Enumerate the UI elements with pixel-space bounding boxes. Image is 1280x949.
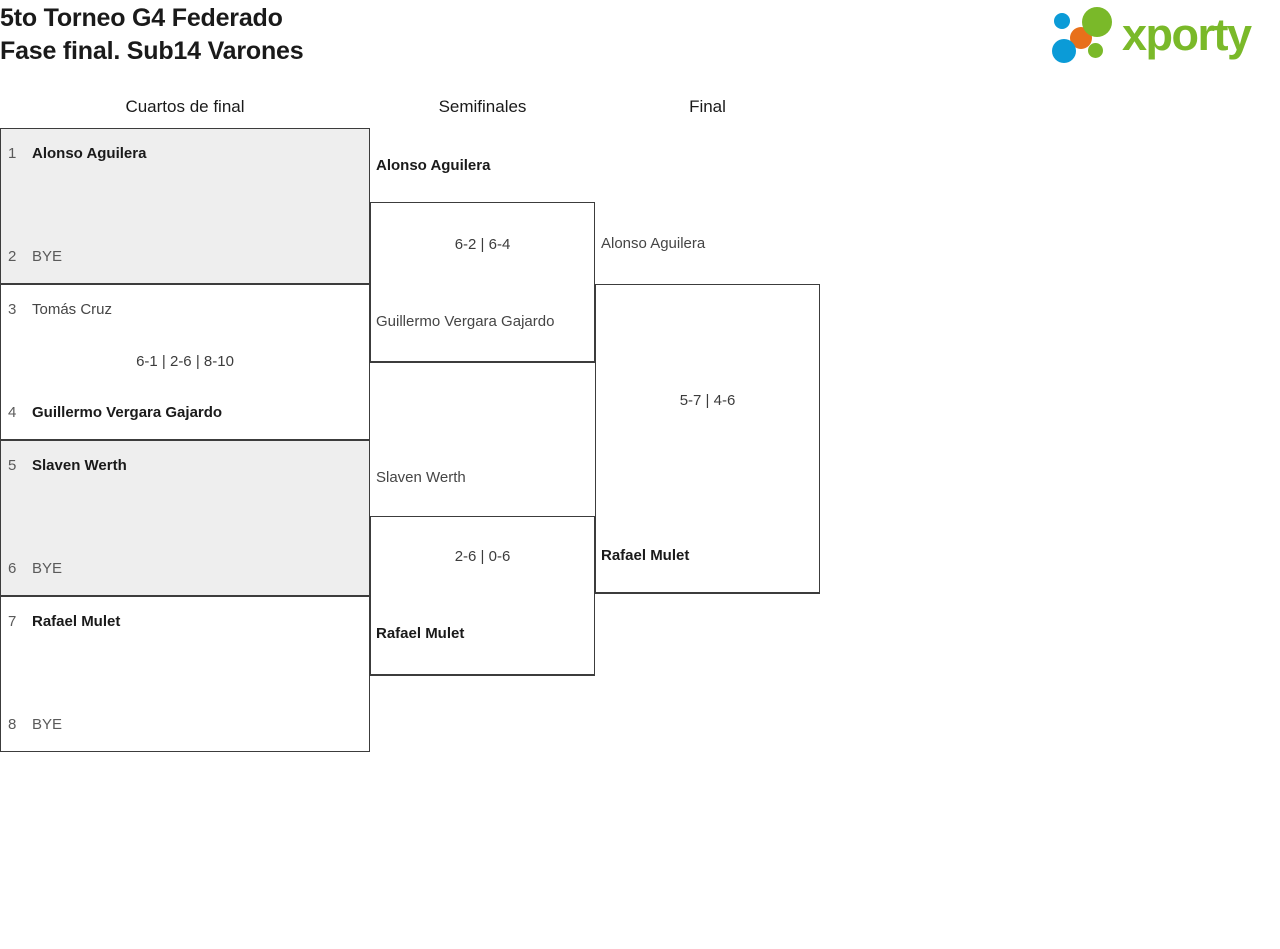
bracket-entry-seed-2[interactable]: 2 BYE — [8, 248, 62, 265]
connector-line-final-top — [595, 284, 820, 285]
logo-dot-blue-small — [1054, 13, 1070, 29]
score-semifinal-2: 2-6 | 0-6 — [454, 548, 511, 565]
bracket-entry-seed-5[interactable]: 5 Slaven Werth — [8, 457, 127, 474]
player-name: Alonso Aguilera — [32, 145, 147, 162]
page-title-line-2: Fase final. Sub14 Varones — [0, 37, 304, 65]
seed-number: 5 — [8, 457, 17, 474]
seed-number: 4 — [8, 404, 17, 421]
bracket-entry-seed-8[interactable]: 8 BYE — [8, 716, 62, 733]
connector-line-sf1-bottom — [370, 362, 595, 363]
logo-dot-blue-large — [1052, 39, 1076, 63]
connector-line-sf2-top — [370, 516, 595, 517]
semifinal-1-player-bottom[interactable]: Guillermo Vergara Gajardo — [376, 313, 555, 330]
bracket-entry-seed-1[interactable]: 1 Alonso Aguilera — [8, 145, 146, 162]
match-box-semifinal-2[interactable] — [370, 516, 595, 675]
tournament-title: 5to Torneo G4 Federado Fase final. Sub14… — [0, 2, 304, 68]
player-name: Slaven Werth — [32, 457, 127, 474]
round-header-quarterfinals: Cuartos de final — [125, 97, 245, 116]
connector-line-final-bottom — [595, 593, 820, 594]
semifinal-2-player-top[interactable]: Slaven Werth — [376, 469, 466, 486]
connector-line-sf1-top — [370, 202, 595, 203]
seed-number: 1 — [8, 145, 17, 162]
xporty-logo[interactable]: xporty — [1050, 5, 1278, 67]
semifinal-1-player-top[interactable]: Alonso Aguilera — [376, 157, 491, 174]
round-header-final: Final — [689, 97, 726, 116]
page-header: 5to Torneo G4 Federado Fase final. Sub14… — [0, 0, 1280, 80]
player-name: Guillermo Vergara Gajardo — [32, 404, 223, 421]
round-header-semifinals: Semifinales — [438, 97, 527, 116]
player-name: BYE — [32, 716, 63, 733]
bracket-entry-seed-6[interactable]: 6 BYE — [8, 560, 62, 577]
bracket-entry-seed-4[interactable]: 4 Guillermo Vergara Gajardo — [8, 404, 222, 421]
seed-number: 2 — [8, 248, 17, 265]
match-box-quarterfinal-2[interactable] — [0, 284, 370, 440]
final-player-bottom[interactable]: Rafael Mulet — [601, 547, 690, 564]
match-box-quarterfinal-1[interactable] — [0, 128, 370, 284]
match-box-final[interactable] — [595, 284, 820, 593]
page-title-line-1: 5to Torneo G4 Federado — [0, 4, 283, 32]
player-name: Rafael Mulet — [32, 613, 121, 630]
bracket-entry-seed-7[interactable]: 7 Rafael Mulet — [8, 613, 120, 630]
seed-number: 7 — [8, 613, 17, 630]
connector-line-sf2-bottom — [370, 675, 595, 676]
match-box-semifinal-1[interactable] — [370, 202, 595, 362]
player-name: BYE — [32, 248, 63, 265]
score-final: 5-7 | 4-6 — [679, 392, 736, 409]
logo-dot-green-large — [1082, 7, 1112, 37]
seed-number: 6 — [8, 560, 17, 577]
semifinal-2-player-bottom[interactable]: Rafael Mulet — [376, 625, 465, 642]
logo-wordmark: xporty — [1122, 9, 1252, 60]
match-box-quarterfinal-3[interactable] — [0, 440, 370, 596]
logo-dot-green-small — [1088, 43, 1103, 58]
player-name: Tomás Cruz — [32, 301, 113, 318]
seed-number: 8 — [8, 716, 17, 733]
match-box-quarterfinal-4[interactable] — [0, 596, 370, 752]
score-semifinal-1: 6-2 | 6-4 — [454, 236, 511, 253]
seed-number: 3 — [8, 301, 17, 318]
final-player-top[interactable]: Alonso Aguilera — [601, 235, 706, 252]
bracket-entry-seed-3[interactable]: 3 Tomás Cruz — [8, 301, 112, 318]
player-name: BYE — [32, 560, 63, 577]
score-quarterfinal-2: 6-1 | 2-6 | 8-10 — [136, 353, 234, 370]
